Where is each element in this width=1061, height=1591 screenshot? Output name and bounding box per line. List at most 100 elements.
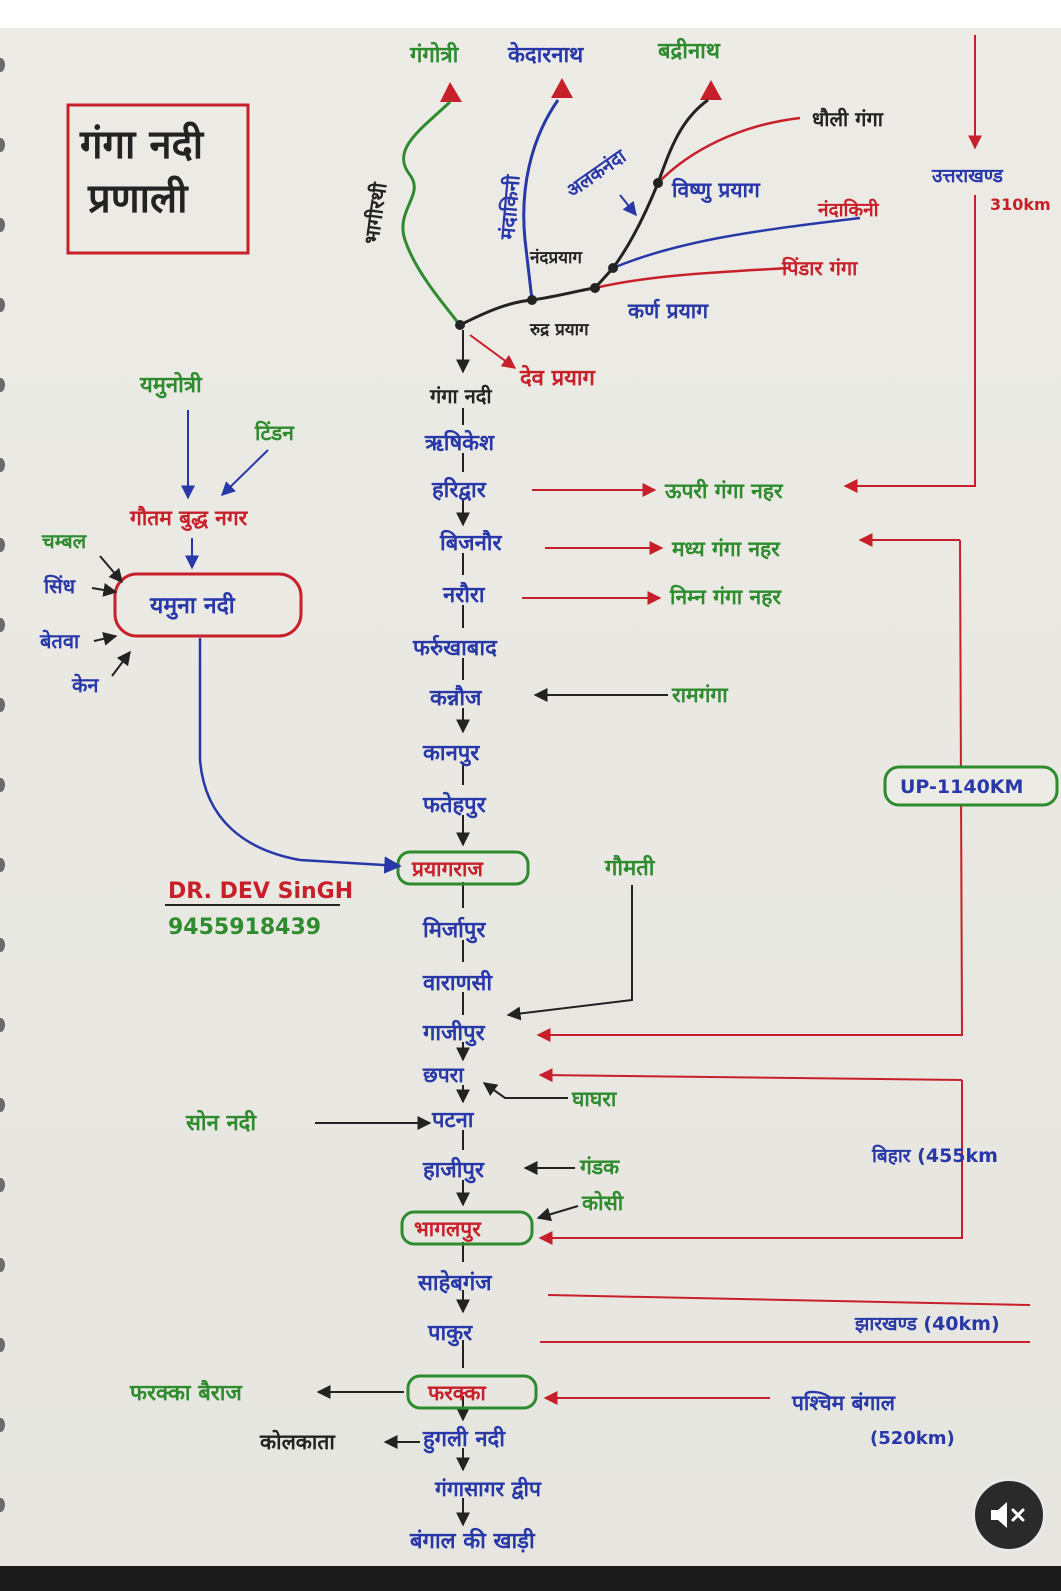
binding-hole <box>0 458 5 472</box>
peak-gangotri-icon <box>440 82 462 102</box>
label-hajipur: हाजीपुर <box>422 1156 485 1184</box>
label-fatehpur: फतेहपुर <box>422 791 487 819</box>
source-kedarnath: केदारनाथ <box>507 41 584 68</box>
arrow-ken <box>111 650 131 677</box>
label-bhagalpur: भागलपुर <box>414 1217 482 1243</box>
label-ghazipur: गाजीपुर <box>422 1019 486 1047</box>
label-rishikesh: ऋषिकेश <box>424 429 495 456</box>
label-mandakini: मंदाकिनी <box>495 173 525 241</box>
mute-button[interactable] <box>972 1478 1046 1552</box>
label-ken: केन <box>71 673 99 697</box>
arrow-sindh <box>91 583 118 597</box>
binding-hole <box>0 1258 5 1272</box>
label-jharkhand: झारखण्ड (40km) <box>854 1313 1000 1335</box>
nand-prayag-node <box>608 263 618 273</box>
bhagalpur-box <box>400 1210 534 1246</box>
label-nand-prayag: नंदप्रयाग <box>529 248 583 268</box>
binding-hole <box>0 1418 5 1432</box>
binding-hole <box>0 58 5 72</box>
label-yamuna-nadi: यमुना नदी <box>149 591 236 620</box>
label-ghaghra: घाघरा <box>571 1087 618 1111</box>
label-pindar-ganga: पिंडार गंगा <box>781 256 858 280</box>
dhauli-ganga-river <box>657 116 801 184</box>
arrow-tons <box>220 449 269 496</box>
label-west-bengal-length: (520km) <box>870 1428 955 1449</box>
label-kolkata: कोलकाता <box>259 1429 336 1454</box>
label-sindh: सिंध <box>43 574 76 598</box>
yamuna-to-prayagraj <box>198 638 402 874</box>
label-kanpur: कानपुर <box>422 741 480 767</box>
uttarakhand-bracket <box>843 195 976 493</box>
binding-hole <box>0 1018 5 1032</box>
label-yamunotri: यमुनोत्री <box>139 371 203 399</box>
yamuna-box <box>113 572 303 638</box>
label-prayagraj: प्रयागराज <box>411 857 484 881</box>
label-mirzapur: मिर्जापुर <box>422 916 486 944</box>
binding-hole <box>0 218 5 232</box>
pindar-river <box>594 266 791 290</box>
binding-hole <box>0 1098 5 1112</box>
label-narora: नरौरा <box>442 581 486 608</box>
bihar-bracket <box>538 1080 963 1245</box>
label-varanasi: वाराणसी <box>422 969 493 996</box>
nandakini-river <box>612 216 861 270</box>
title-line-2: प्रणाली <box>87 175 189 222</box>
karn-prayag-node <box>590 283 600 293</box>
binding-hole <box>0 1498 5 1512</box>
label-betwa: बेतवा <box>39 629 80 653</box>
binding-hole <box>0 618 5 632</box>
label-tons: टिंडन <box>254 420 295 445</box>
up-bracket <box>536 539 964 1042</box>
label-sahebganj: साहेबगंज <box>417 1269 493 1296</box>
label-bay-of-bengal: बंगाल की खाड़ी <box>409 1527 536 1554</box>
farakka-box <box>406 1374 538 1410</box>
label-farakka-barrage: फरक्का बैराज <box>129 1379 243 1406</box>
label-upper-canal: ऊपरी गंगा नहर <box>664 478 784 503</box>
label-rudra-prayag: रुद्र प्रयाग <box>529 320 590 340</box>
arrow-kosi <box>536 1205 579 1222</box>
label-bhagirathi: भागीरथी <box>359 180 391 245</box>
title-box <box>66 103 250 255</box>
label-patna: पटना <box>431 1108 475 1133</box>
title-line-1: गंगा नदी <box>79 121 205 168</box>
binding-hole <box>0 138 5 152</box>
label-middle-canal: मध्य गंगा नहर <box>671 537 781 561</box>
binding-hole <box>0 298 5 312</box>
label-bihar: बिहार (455km <box>871 1144 998 1167</box>
binding-hole <box>0 1338 5 1352</box>
label-chambal: चम्बल <box>41 529 88 553</box>
label-ganga-nadi: गंगा नदी <box>429 384 492 408</box>
author-name: DR. DEV SinGH <box>168 879 353 904</box>
label-chhapra: छपरा <box>422 1063 465 1087</box>
label-gandak: गंडक <box>579 1155 620 1179</box>
up-length-box <box>883 765 1059 807</box>
source-gangotri: गंगोत्री <box>409 41 460 68</box>
speaker-muted-icon <box>991 1502 1025 1528</box>
binding-hole <box>0 858 5 872</box>
top-strip <box>0 0 1061 28</box>
label-ramganga: रामगंगा <box>671 683 729 707</box>
label-haridwar: हरिद्वार <box>431 476 487 503</box>
label-vishnu-prayag: विष्णु प्रयाग <box>671 177 761 204</box>
source-badrinath: बद्रीनाथ <box>657 37 721 64</box>
binding-hole <box>0 538 5 552</box>
label-farakka: फरक्का <box>427 1381 487 1405</box>
jharkhand-line-top <box>547 1294 1031 1306</box>
peak-badrinath-icon <box>700 80 722 100</box>
bihar-top-arrow <box>538 1068 963 1083</box>
label-gomti: गौमती <box>604 854 656 881</box>
label-gangasagar: गंगासागर द्वीप <box>434 1476 542 1501</box>
arrow-chambal <box>99 555 123 584</box>
label-uttarakhand-length: 310km <box>990 195 1051 214</box>
label-kosi: कोसी <box>581 1190 625 1215</box>
label-dhauli-ganga: धौली गंगा <box>812 107 884 131</box>
author-phone: 9455918439 <box>168 915 321 940</box>
label-alaknanda: अलकनंदा <box>562 145 631 202</box>
dev-prayag-node <box>455 320 465 330</box>
label-up-length: UP-1140KM <box>900 776 1023 798</box>
label-farrukhabad: फर्रुखाबाद <box>412 634 498 661</box>
label-dev-prayag: देव प्रयाग <box>519 364 597 391</box>
arrow-dev-prayag <box>469 334 517 369</box>
peak-kedarnath-icon <box>551 78 573 98</box>
